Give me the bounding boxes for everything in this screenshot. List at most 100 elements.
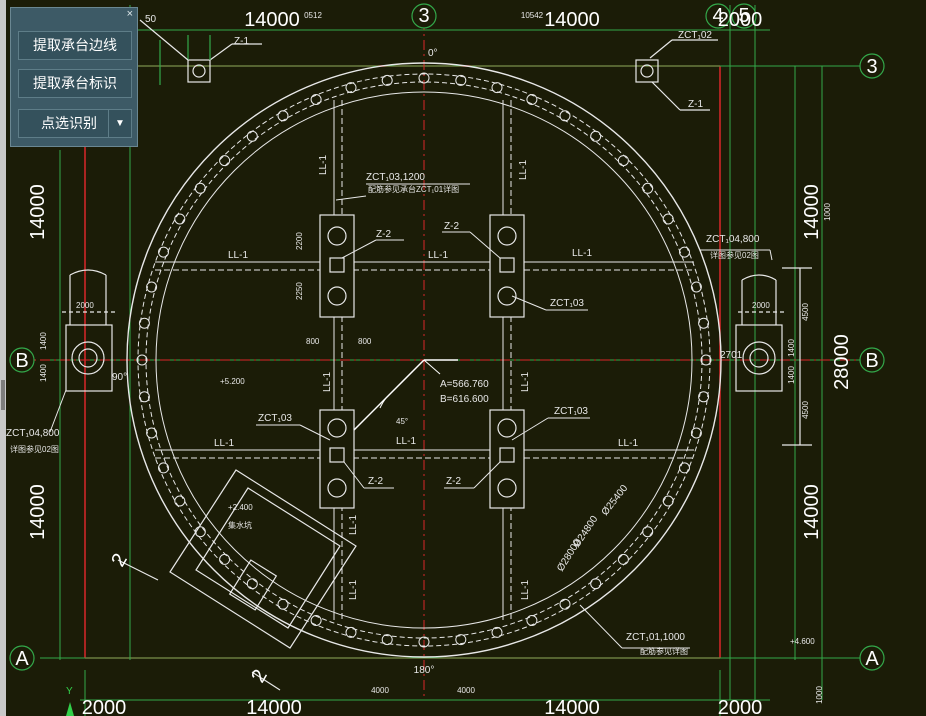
pile-caps xyxy=(319,214,525,509)
b-value: B=616.600 xyxy=(440,394,489,405)
right-dim-2: 28000 xyxy=(831,334,853,390)
a-value: A=566.760 xyxy=(440,379,489,390)
ring-pile xyxy=(690,427,702,439)
ring-pile xyxy=(526,615,538,626)
zct04-left-note: 详图参见02图 xyxy=(10,444,59,454)
left-dim-1: 14000 xyxy=(27,184,49,240)
ll1-label-2: LL-1 xyxy=(428,250,448,261)
z2-label-4: Z-2 xyxy=(446,476,461,487)
right-small-5: 1400 xyxy=(787,339,796,357)
close-icon[interactable]: × xyxy=(126,8,133,20)
ring-pile xyxy=(345,82,357,94)
ll1-vertical-4: LL-1 xyxy=(520,372,531,392)
beams-ll1 xyxy=(155,100,694,620)
ring-pile xyxy=(698,391,710,403)
pit-label: 集水坑 xyxy=(228,520,252,530)
bottom-dim-3: 14000 xyxy=(544,697,600,716)
ring-pile xyxy=(662,213,674,225)
dim-800-2: 800 xyxy=(358,337,372,346)
ring-pile xyxy=(455,74,467,86)
ring-pile xyxy=(491,626,503,638)
zct03-top-note: 配筋参见承台ZCT₁01详图 xyxy=(368,184,459,194)
recognition-panel: × 提取承台边线 提取承台标识 点选识别 ▼ xyxy=(10,7,138,147)
axis-bubble-b-left: B xyxy=(15,350,28,372)
ring-pile xyxy=(491,82,503,94)
ring-pile xyxy=(345,626,357,638)
ring-pile xyxy=(146,427,158,439)
elevation-top: +4.600 xyxy=(790,637,815,646)
extract-cap-edge-button[interactable]: 提取承台边线 xyxy=(18,31,132,60)
zct01-note: 配筋参见详图 xyxy=(640,646,688,656)
ring-pile xyxy=(246,130,258,142)
ring-piles xyxy=(136,72,712,648)
ring-pile xyxy=(219,553,231,565)
pick-recognize-button[interactable]: 点选识别 ▼ xyxy=(18,109,132,138)
angle-180: 180° xyxy=(414,665,435,676)
ll1-label-3: LL-1 xyxy=(572,248,592,259)
right-small-1: 1000 xyxy=(823,203,832,221)
ll1-vertical-1: LL-1 xyxy=(318,155,329,175)
dim-2701: 2701 xyxy=(720,350,743,361)
ring-pile xyxy=(194,182,206,194)
zct03-top-label: ZCT₁03,1200 xyxy=(366,172,425,183)
ring-pile xyxy=(277,598,289,610)
bottom-dim-4: 2000 xyxy=(718,697,763,716)
ring-pile xyxy=(381,74,393,86)
top-small-1: 0512 xyxy=(304,11,322,20)
scroll-grip[interactable] xyxy=(1,380,5,410)
top-dim-3: 2000 xyxy=(718,9,763,31)
side-pile-caps xyxy=(62,267,812,446)
angle-0: 0° xyxy=(428,48,438,59)
ring-pile xyxy=(559,110,571,122)
ring-pile xyxy=(194,526,206,538)
axis-bubble-b-right: B xyxy=(865,350,878,372)
zct03-label-3: ZCT₁03 xyxy=(258,413,292,424)
ll1-vertical-3: LL-1 xyxy=(322,372,333,392)
ring-pile xyxy=(310,615,322,626)
bottom-small-1: 4000 xyxy=(371,686,389,695)
ring-pile xyxy=(526,94,538,105)
ring-pile xyxy=(617,155,629,167)
chevron-down-icon[interactable]: ▼ xyxy=(108,110,131,137)
axis-bubble-a-right: A xyxy=(865,648,879,670)
dim-2200: 2200 xyxy=(295,232,304,250)
ring-pile xyxy=(418,636,430,648)
top-dim-2: 14000 xyxy=(544,9,600,31)
ring-pile xyxy=(679,246,690,258)
right-small-4: 4500 xyxy=(801,401,810,419)
ring-pile xyxy=(698,317,710,329)
dim-2250: 2250 xyxy=(295,282,304,300)
ring-pile xyxy=(559,598,571,610)
ll1-vertical-2: LL-1 xyxy=(518,160,529,180)
pick-recognize-label: 点选识别 xyxy=(41,115,97,131)
zct03-label-1: ZCT₁03 xyxy=(550,298,584,309)
zct04-right-label: ZCT₁04,800 xyxy=(706,234,760,245)
leader-lines xyxy=(49,183,773,649)
right-dim-1: 14000 xyxy=(801,184,823,240)
ring-pile xyxy=(219,155,231,167)
ll1-label-1: LL-1 xyxy=(228,250,248,261)
left-edge-scrollbar[interactable] xyxy=(0,0,6,716)
bottom-dim-1: 2000 xyxy=(82,697,127,716)
ring-pile xyxy=(679,462,690,474)
ring-pile xyxy=(700,354,712,366)
tank-circles xyxy=(126,62,722,658)
ring-pile xyxy=(138,317,150,329)
ring-pile xyxy=(277,110,289,122)
dim-1400-left-1: 1400 xyxy=(39,332,48,350)
ring-pile xyxy=(138,391,150,403)
ring-pile xyxy=(158,462,169,474)
ring-pile xyxy=(590,578,602,590)
dim-1400-left-2: 1400 xyxy=(39,364,48,382)
ring-pile xyxy=(662,495,674,507)
ll1-vertical-5: LL-1 xyxy=(348,515,359,535)
ucs-y-label: Y xyxy=(66,686,73,697)
ring-pile xyxy=(136,354,148,366)
extract-cap-mark-button[interactable]: 提取承台标识 xyxy=(18,69,132,98)
axis-bubble-a-left: A xyxy=(15,648,29,670)
bottom-small-2: 4000 xyxy=(457,686,475,695)
zct01-label: ZCT₁01,1000 xyxy=(626,632,685,643)
ring-pile xyxy=(146,281,158,293)
